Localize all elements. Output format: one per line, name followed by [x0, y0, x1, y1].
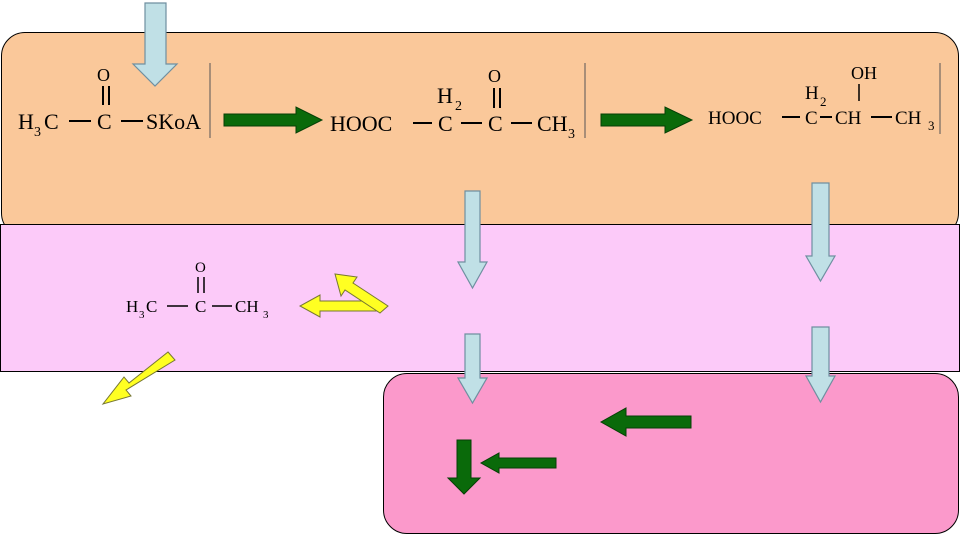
acetyl-c1: C: [44, 109, 59, 134]
green-arrow-left-1: [599, 407, 692, 437]
green-arrow-right-1: [223, 106, 324, 134]
acetyl-c2: C: [97, 109, 112, 134]
acetyl-skoa: SKoA: [146, 109, 201, 134]
acetoacetate-c2: C: [488, 111, 503, 136]
acetoacetate-sub2: 2: [455, 99, 462, 114]
acetone-formula: H 3 C C O CH 3: [126, 260, 269, 321]
acetone-sub3a: 3: [139, 309, 145, 321]
hydroxy-sub2: 2: [820, 94, 827, 109]
acetone-h: H: [126, 297, 138, 316]
hydroxy-h: H: [805, 83, 819, 104]
acetone-sub3b: 3: [263, 309, 269, 321]
yellow-arrow-to-acetone: [298, 294, 377, 318]
blue-down-arrow-acetoacetate-2: [456, 333, 489, 405]
blue-down-arrow-hydroxy-2: [804, 326, 837, 404]
tissue-region: [383, 373, 959, 534]
hydroxybutyrate-formula: HOOC C H 2 CH OH CH 3: [708, 63, 941, 134]
acetoacetate-formula: HOOC C H 2 C O CH 3: [330, 63, 586, 142]
hydroxy-ch-mid: CH: [835, 108, 862, 129]
acetyl-coa-formula: H 3 C C O SKoA: [18, 63, 211, 140]
acetoacetate-c1: C: [438, 111, 453, 136]
acetone-oxygen: O: [195, 260, 206, 276]
acetoacetate-hooc: HOOC: [330, 111, 392, 136]
yellow-arrow-out: [101, 351, 176, 405]
blue-down-arrow-entry: [131, 2, 179, 87]
green-arrow-down: [446, 439, 482, 495]
blue-down-arrow-acetoacetate-1: [456, 190, 489, 290]
acetone-ch: CH: [235, 297, 259, 316]
acetoacetate-ch: CH: [537, 111, 568, 136]
acetoacetate-h: H: [437, 83, 453, 108]
acetyl-sub3: 3: [34, 125, 41, 140]
acetoacetate-oxygen: O: [488, 66, 501, 86]
hydroxy-ch: CH: [895, 108, 922, 129]
hydroxy-oh: OH: [851, 63, 877, 83]
blue-down-arrow-hydroxy-1: [804, 182, 837, 283]
hydroxy-hooc: HOOC: [708, 108, 762, 129]
hydroxy-c1: C: [805, 108, 818, 129]
green-arrow-right-2: [600, 106, 694, 134]
acetone-c1: C: [146, 297, 157, 316]
acetyl-oxygen: O: [97, 65, 110, 85]
green-arrow-left-2: [479, 452, 557, 474]
acetoacetate-sub3: 3: [568, 127, 575, 142]
acetone-c2: C: [195, 297, 206, 316]
yellow-arrow-up-left: [334, 273, 389, 314]
acetyl-h: H: [18, 109, 34, 134]
hydroxy-sub3: 3: [928, 118, 935, 133]
